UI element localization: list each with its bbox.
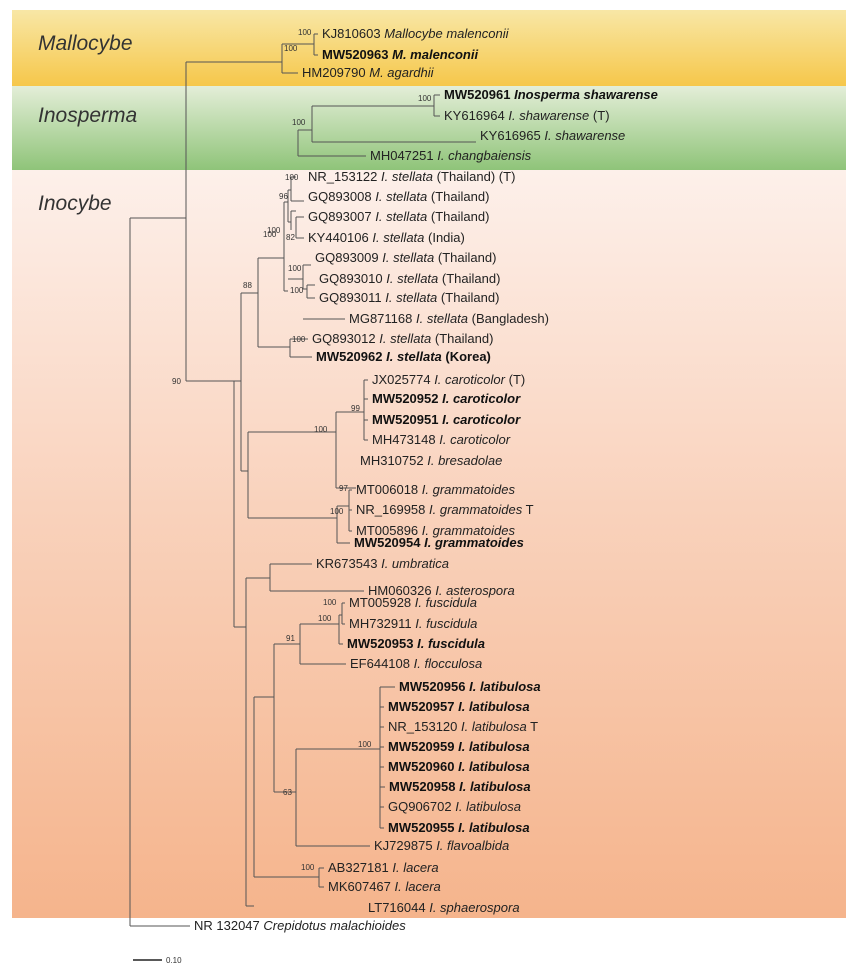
bootstrap-value: 100 — [288, 264, 302, 273]
bootstrap-value: 91 — [286, 634, 295, 643]
branch-stellata — [283, 176, 345, 358]
taxon-label: NR_153122 I. stellata (Thailand) (T) — [308, 169, 515, 184]
bootstrap-value: 82 — [286, 233, 295, 242]
taxon-label: HM209790 M. agardhii — [302, 65, 435, 80]
bootstrap-value: 97 — [339, 484, 348, 493]
taxon-label: KY616965 I. shawarense — [480, 128, 625, 143]
bootstrap-value: 100 — [323, 598, 337, 607]
taxon-label: MG871168 I. stellata (Bangladesh) — [349, 311, 549, 326]
taxon-label: MW520954 I. grammatoides — [354, 535, 524, 550]
clade-band-inocybe — [12, 170, 846, 918]
taxon-label: NR_169958 I. grammatoides T — [356, 502, 534, 517]
clade-label-mallocybe: Mallocybe — [38, 32, 133, 55]
branch-main — [185, 61, 282, 382]
taxon-label: MT005896 I. grammatoides — [356, 523, 515, 538]
bootstrap-value: 100 — [284, 44, 298, 53]
clade-band-mallocybe — [12, 10, 846, 86]
taxon-label: MW520955 I. latibulosa — [388, 820, 530, 835]
taxon-labels: KJ810603 Mallocybe malenconii MW520963 M… — [194, 26, 658, 933]
taxon-label: MW520952 I. caroticolor — [372, 391, 521, 406]
bootstrap-value: 100 — [330, 507, 344, 516]
taxon-label: GQ893011 I. stellata (Thailand) — [319, 290, 499, 305]
taxon-label: MW520959 I. latibulosa — [388, 739, 530, 754]
bootstrap-value: 100 — [301, 863, 315, 872]
clade-label-inosperma: Inosperma — [38, 104, 137, 127]
bootstrap-value: 99 — [351, 404, 360, 413]
tree-branches — [129, 33, 476, 927]
bootstrap-value: 100 — [318, 614, 332, 623]
taxon-label: MH310752 I. bresadolae — [360, 453, 502, 468]
bootstrap-value: 100 — [292, 118, 306, 127]
taxon-label: NR_153120 I. latibulosa T — [388, 719, 538, 734]
scale-bar-label: 0.10 — [166, 956, 182, 965]
branch-caroticolor — [247, 379, 368, 544]
taxon-label: MW520962 I. stellata (Korea) — [316, 349, 491, 364]
taxon-label: GQ893007 I. stellata (Thailand) — [308, 209, 489, 224]
taxon-label-outgroup: NR 132047 Crepidotus malachioides — [194, 918, 406, 933]
bootstrap-value: 90 — [172, 377, 181, 386]
bootstrap-value: 100 — [358, 740, 372, 749]
branch-latibulosa — [295, 686, 395, 888]
branch-mallocybe — [281, 33, 318, 74]
taxon-label: MW520963 M. malenconii — [322, 47, 478, 62]
taxon-label: KJ810603 Mallocybe malenconii — [322, 26, 510, 41]
branch-inosperma — [297, 94, 476, 157]
scale-bar: 0.10 — [133, 956, 182, 965]
taxon-label: MH473148 I. caroticolor — [372, 432, 511, 447]
taxon-label: MH732911 I. fuscidula — [349, 616, 477, 631]
taxon-label: KJ729875 I. flavoalbida — [374, 838, 509, 853]
bootstrap-value: 100 — [314, 425, 328, 434]
taxon-label: MW520958 I. latibulosa — [389, 779, 531, 794]
bootstrap-value: 100 — [290, 286, 304, 295]
bootstrap-value: 100 — [285, 173, 299, 182]
taxon-label: GQ893012 I. stellata (Thailand) — [312, 331, 493, 346]
taxon-label: MW520956 I. latibulosa — [399, 679, 541, 694]
taxon-label: MW520957 I. latibulosa — [388, 699, 530, 714]
bootstrap-values: 100 100 100 100 100 100 96 82 100 100 10… — [172, 28, 432, 872]
bootstrap-value: 100 — [267, 226, 281, 235]
taxon-label: JX025774 I. caroticolor (T) — [372, 372, 525, 387]
taxon-label: GQ893008 I. stellata (Thailand) — [308, 189, 489, 204]
bootstrap-value: 100 — [298, 28, 312, 37]
branch-lower — [245, 563, 364, 907]
clade-band-inosperma — [12, 86, 846, 170]
taxon-label: GQ906702 I. latibulosa — [388, 799, 521, 814]
bootstrap-value: 100 — [263, 230, 277, 239]
taxon-label: MT005928 I. fuscidula — [349, 595, 477, 610]
clade-label-inocybe: Inocybe — [38, 192, 112, 215]
branch-root — [129, 217, 190, 927]
taxon-label: MH047251 I. changbaiensis — [370, 148, 532, 163]
taxon-label: HM060326 I. asterospora — [368, 583, 515, 598]
taxon-label: GQ893009 I. stellata (Thailand) — [315, 250, 496, 265]
bootstrap-value: 100 — [418, 94, 432, 103]
bootstrap-value: 88 — [243, 281, 252, 290]
bootstrap-value: 100 — [292, 335, 306, 344]
taxon-label: MW520953 I. fuscidula — [347, 636, 485, 651]
taxon-label: MW520961 Inosperma shawarense — [444, 87, 658, 102]
taxon-label: EF644108 I. flocculosa — [350, 656, 482, 671]
taxon-label: KY616964 I. shawarense (T) — [444, 108, 610, 123]
branch-inocybe-top — [233, 257, 290, 628]
taxon-label: MW520951 I. caroticolor — [372, 412, 521, 427]
taxon-label: MT006018 I. grammatoides — [356, 482, 515, 497]
taxon-label: AB327181 I. lacera — [328, 860, 439, 875]
taxon-label: KR673543 I. umbratica — [316, 556, 449, 571]
bootstrap-value: 63 — [283, 788, 292, 797]
taxon-label: KY440106 I. stellata (India) — [308, 230, 465, 245]
bootstrap-value: 96 — [279, 192, 288, 201]
taxon-label: GQ893010 I. stellata (Thailand) — [319, 271, 500, 286]
taxon-label: MK607467 I. lacera — [328, 879, 441, 894]
taxon-label: MW520960 I. latibulosa — [388, 759, 530, 774]
taxon-label: LT716044 I. sphaerospora — [368, 900, 520, 915]
